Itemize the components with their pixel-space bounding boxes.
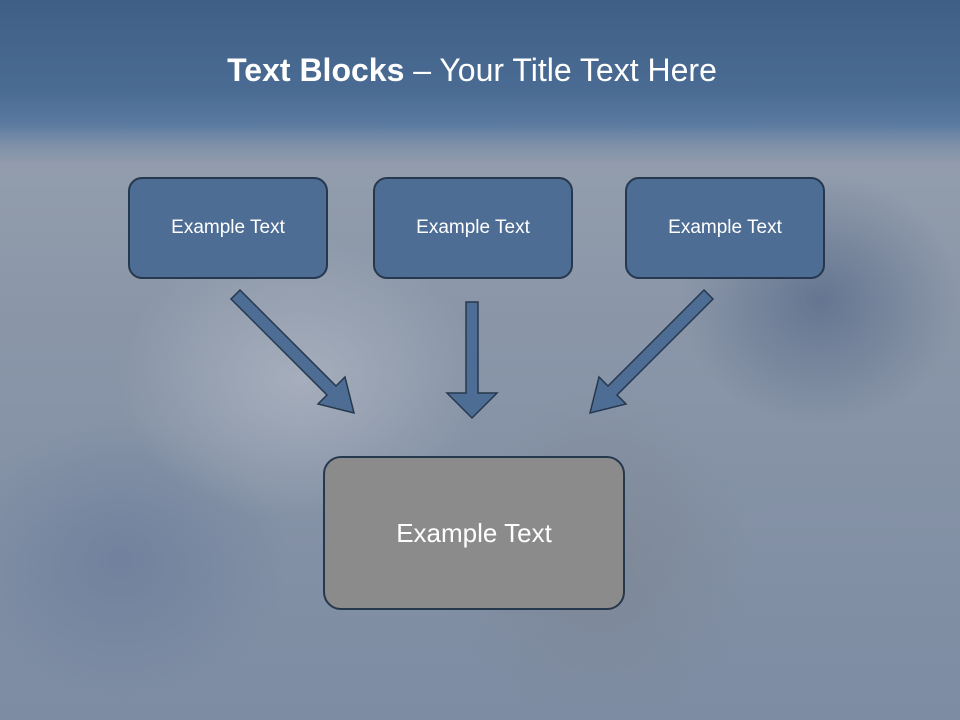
text-block-right[interactable]: Example Text (625, 177, 825, 279)
title-bold-text: Text Blocks (227, 52, 405, 88)
text-block-bottom-label: Example Text (396, 517, 552, 548)
text-block-left-label: Example Text (171, 217, 285, 238)
text-block-center-label: Example Text (416, 217, 530, 238)
text-block-right-label: Example Text (668, 217, 782, 238)
arrow-left (229, 288, 356, 415)
text-block-bottom[interactable]: Example Text (323, 456, 625, 610)
title-rest-text: – Your Title Text Here (404, 52, 717, 88)
text-block-left[interactable]: Example Text (128, 177, 328, 279)
arrow-center (445, 301, 499, 420)
slide-title: Text Blocks – Your Title Text Here (0, 52, 944, 89)
title-banner (0, 0, 960, 165)
text-block-center[interactable]: Example Text (373, 177, 573, 279)
arrow-right (588, 288, 715, 415)
